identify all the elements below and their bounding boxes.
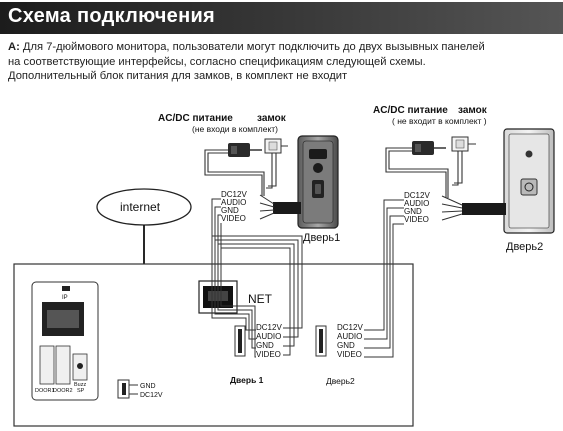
door2-wire-gnd: GND [404,207,422,216]
door1-panel-label: Дверь1 [303,232,340,244]
port1-wire-dc12v: DC12V [256,323,282,332]
page-title: Схема подключения [8,5,216,27]
door2-run-wires [364,199,404,358]
door1-power-adapter-icon [228,143,262,157]
port1-wire-audio: AUDIO [256,332,281,341]
door1-wire-dc12v: DC12V [221,190,247,199]
door2-wire-dc12v: DC12V [404,191,430,200]
door1-supply-wires [204,149,277,196]
door1-cable-stub [259,194,301,220]
door1-lock-label: замок [257,113,287,124]
header: Схема подключения [0,0,563,34]
door2-lock-icon [451,136,476,152]
monitor-power-connector: GND DC12V [117,379,163,399]
monitor-port1-connector: DC12V AUDIO GND VIDEO [234,323,282,359]
door1-wire-labels: DC12V AUDIO GND VIDEO [221,190,247,223]
internet-label: internet [120,200,161,214]
monitor-port2-connector: DC12V AUDIO GND VIDEO [315,323,363,359]
port2-wire-gnd: GND [337,341,355,350]
port2-label: Дверь2 [326,376,355,386]
ip-label: IP [62,295,68,301]
door1-lock-icon [264,138,288,154]
net-label: NET [248,292,273,306]
internet-cloud: internet [96,188,192,226]
door1-call-panel [297,135,339,229]
door2-wire-video: VIDEO [404,215,429,224]
door2-not-included: ( не входит в комплект ) [392,116,487,126]
door1-power-labels: AC/DC питание замок (не входи в комплект… [158,113,287,134]
door1-not-included: (не входи в комплект) [192,124,278,134]
door2-cable-stub [441,195,506,221]
door2-panel-label: Дверь2 [506,241,543,253]
port2-wire-video: VIDEO [337,350,362,359]
power-wire-gnd: GND [140,383,156,390]
door1-power-label: AC/DC питание [158,113,233,124]
buzz-label: Buzz [74,382,86,388]
port1-label: Дверь 1 [230,375,264,385]
intro-note: A: Для 7-дюймового монитора, пользовател… [8,40,560,84]
port2-wire-audio: AUDIO [337,332,362,341]
monitor-back-panel: IP DOOR1 DOOR2 Buzz SP [31,281,99,401]
sp-label: SP [77,388,85,394]
door1-conn-label: DOOR1 [35,388,55,394]
note-line-1: Для 7-дюймового монитора, пользователи м… [19,41,485,53]
door2-wire-labels: DC12V AUDIO GND VIDEO [404,191,430,224]
door2-wire-audio: AUDIO [404,199,429,208]
door2-power-labels: AC/DC питание замок ( не входит в компле… [373,105,488,126]
note-prefix: A: [8,41,20,53]
header-band [0,2,563,34]
door1-wire-gnd: GND [221,206,239,215]
door2-supply-wires [385,147,463,198]
door2-conn-label: DOOR2 [53,388,73,394]
note-line-2: на соответствующие интерфейсы, согласно … [8,55,426,68]
door1-wire-audio: AUDIO [221,198,246,207]
door2-call-panel [503,128,555,234]
port1-wire-video: VIDEO [256,350,281,359]
door1-wire-video: VIDEO [221,214,246,223]
note-line-3: Дополнительный блок питания для замков, … [8,70,348,82]
door2-power-adapter-icon [412,141,446,155]
door1-run-wires [211,198,303,358]
power-wire-dc12v: DC12V [140,392,163,399]
port1-wire-gnd: GND [256,341,274,350]
door2-power-label: AC/DC питание [373,105,448,116]
port2-wire-dc12v: DC12V [337,323,363,332]
door2-lock-label: замок [458,105,488,116]
